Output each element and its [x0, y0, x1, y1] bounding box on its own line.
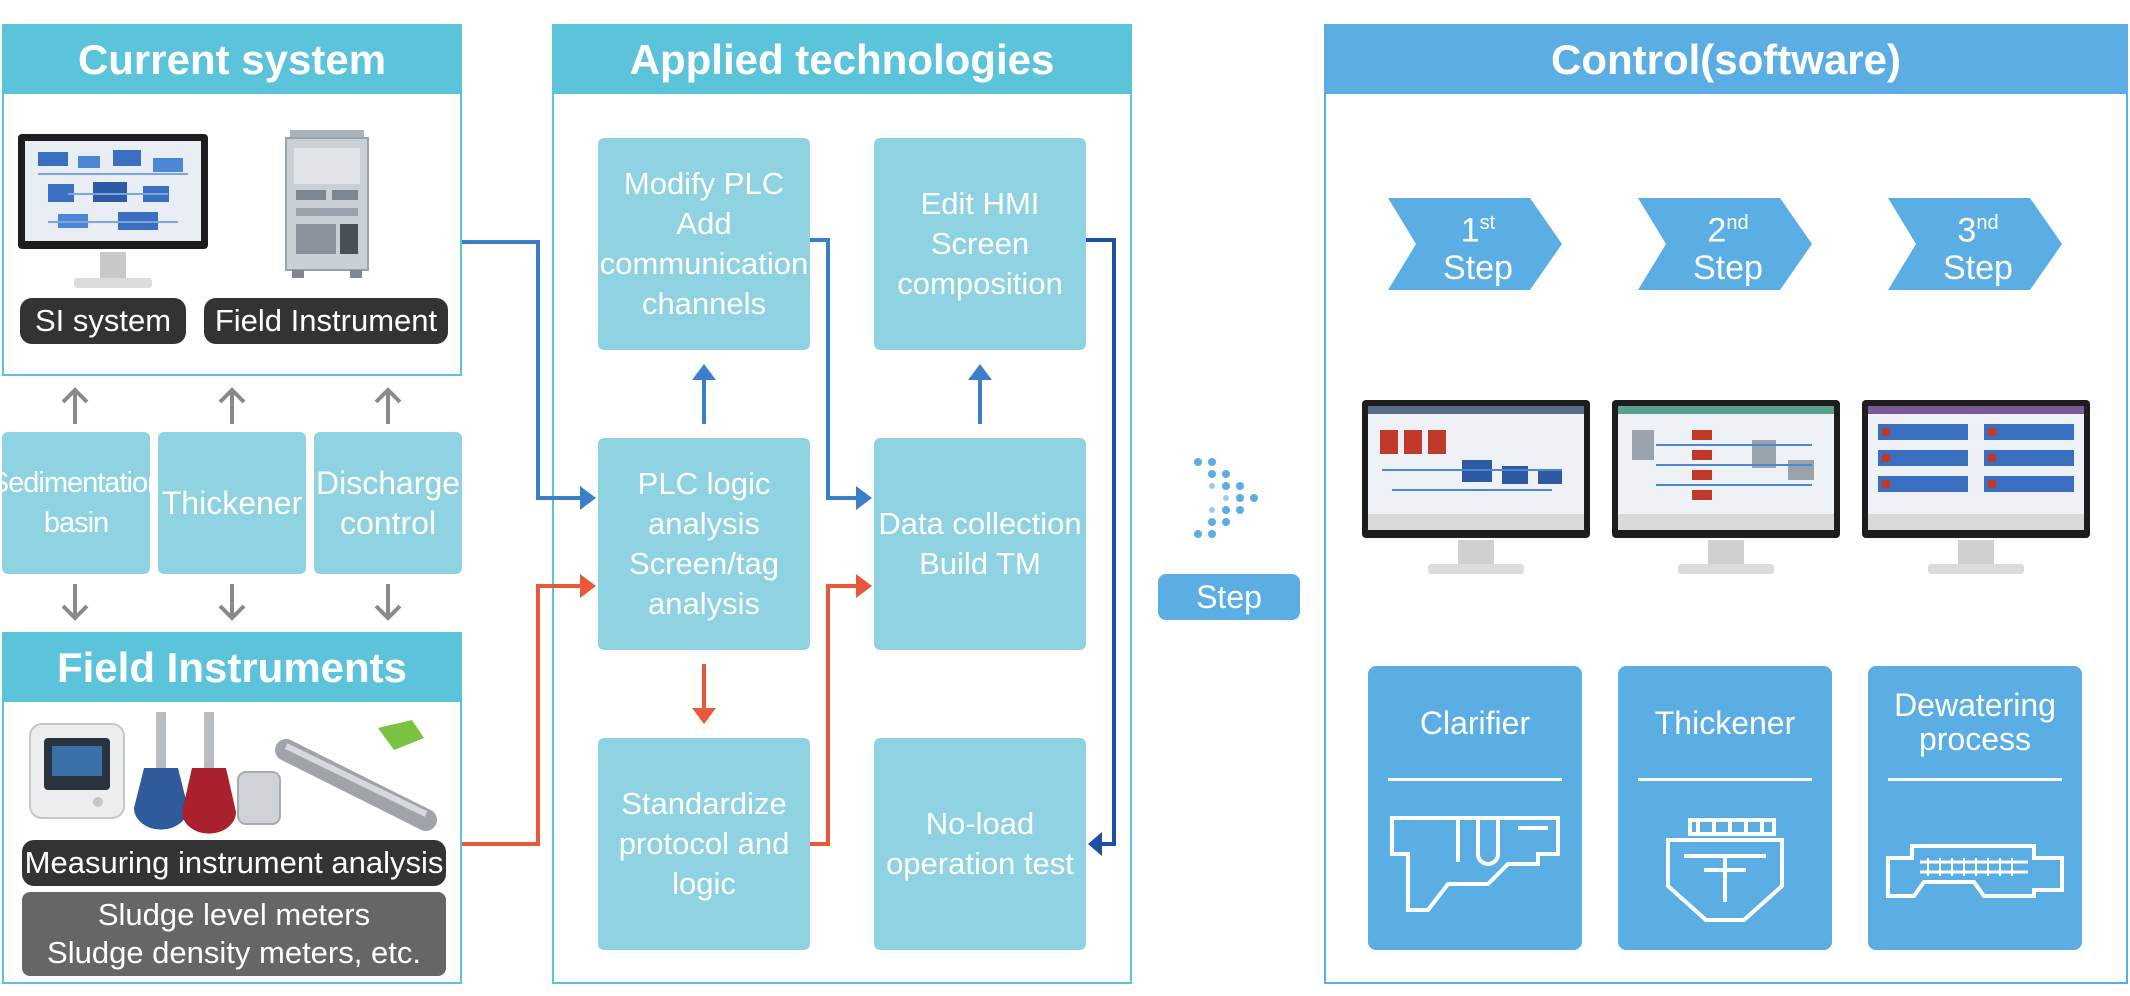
plc-logic-analysis-box: PLC logic analysis Screen/tag analysis: [598, 438, 810, 650]
clarifier-label: Clarifier: [1419, 705, 1531, 741]
modify-plc-box: Modify PLC Add communication channels: [598, 138, 810, 350]
si-system-label: SI system: [20, 298, 186, 344]
field-instrument-cabinet-icon: [285, 130, 369, 278]
field-instruments-panel: Field Instruments Measuring instrument a…: [2, 632, 462, 984]
monitor-1-icon: [1362, 400, 1590, 574]
monitor-3-icon: [1862, 400, 2090, 574]
applied-technologies-title: Applied technologies: [554, 26, 1130, 94]
si-system-monitor-icon: [18, 134, 208, 288]
thickener-divider: [1638, 778, 1812, 781]
current-system-title: Current system: [4, 26, 460, 94]
process-thickener: Thickener: [158, 432, 306, 574]
thickener-icon: [1666, 818, 1784, 922]
down-arrows-icon: [61, 584, 402, 621]
clarifier-icon: [1390, 816, 1560, 912]
field-instruments-title: Field Instruments: [4, 634, 460, 702]
current-system-panel: Current system SI system Field Instrumen…: [2, 24, 462, 376]
edit-hmi-box: Edit HMI Screen composition: [874, 138, 1086, 350]
dewatering-icon: [1886, 844, 2064, 898]
control-software-title: Control(software): [1326, 26, 2126, 94]
standardize-protocol-box: Standardize protocol and logic: [598, 738, 810, 950]
step-chevron-3-icon: [1888, 198, 2062, 290]
field-instruments-illustration-icon: [29, 712, 437, 834]
monitor-2-icon: [1612, 400, 1840, 574]
field-instrument-label: Field Instrument: [204, 298, 448, 344]
process-discharge-control: Discharge control: [314, 432, 462, 574]
no-load-operation-box: No-load operation test: [874, 738, 1086, 950]
thickener-label: Thickener: [1654, 705, 1796, 741]
clarifier-divider: [1388, 778, 1562, 781]
data-collection-box: Data collection Build TM: [874, 438, 1086, 650]
process-box-thickener: Thickener: [1618, 666, 1832, 950]
process-box-dewatering: Dewatering process: [1868, 666, 2082, 950]
up-arrows-icon: [61, 387, 402, 424]
process-box-clarifier: Clarifier: [1368, 666, 1582, 950]
step-label: Step: [1158, 574, 1300, 620]
sludge-meters-label: Sludge level meters Sludge density meter…: [22, 892, 446, 976]
process-sedimentation-basin: Sedimentation basin: [0, 432, 163, 574]
step-chevron-1-icon: [1388, 198, 1562, 290]
step-chevron-2-icon: [1638, 198, 1812, 290]
dewatering-divider: [1888, 778, 2062, 781]
measuring-instrument-analysis-label: Measuring instrument analysis: [22, 840, 446, 886]
dotted-chevron-icon: [1194, 458, 1258, 538]
dewatering-label: Dewatering process: [1894, 687, 2056, 757]
